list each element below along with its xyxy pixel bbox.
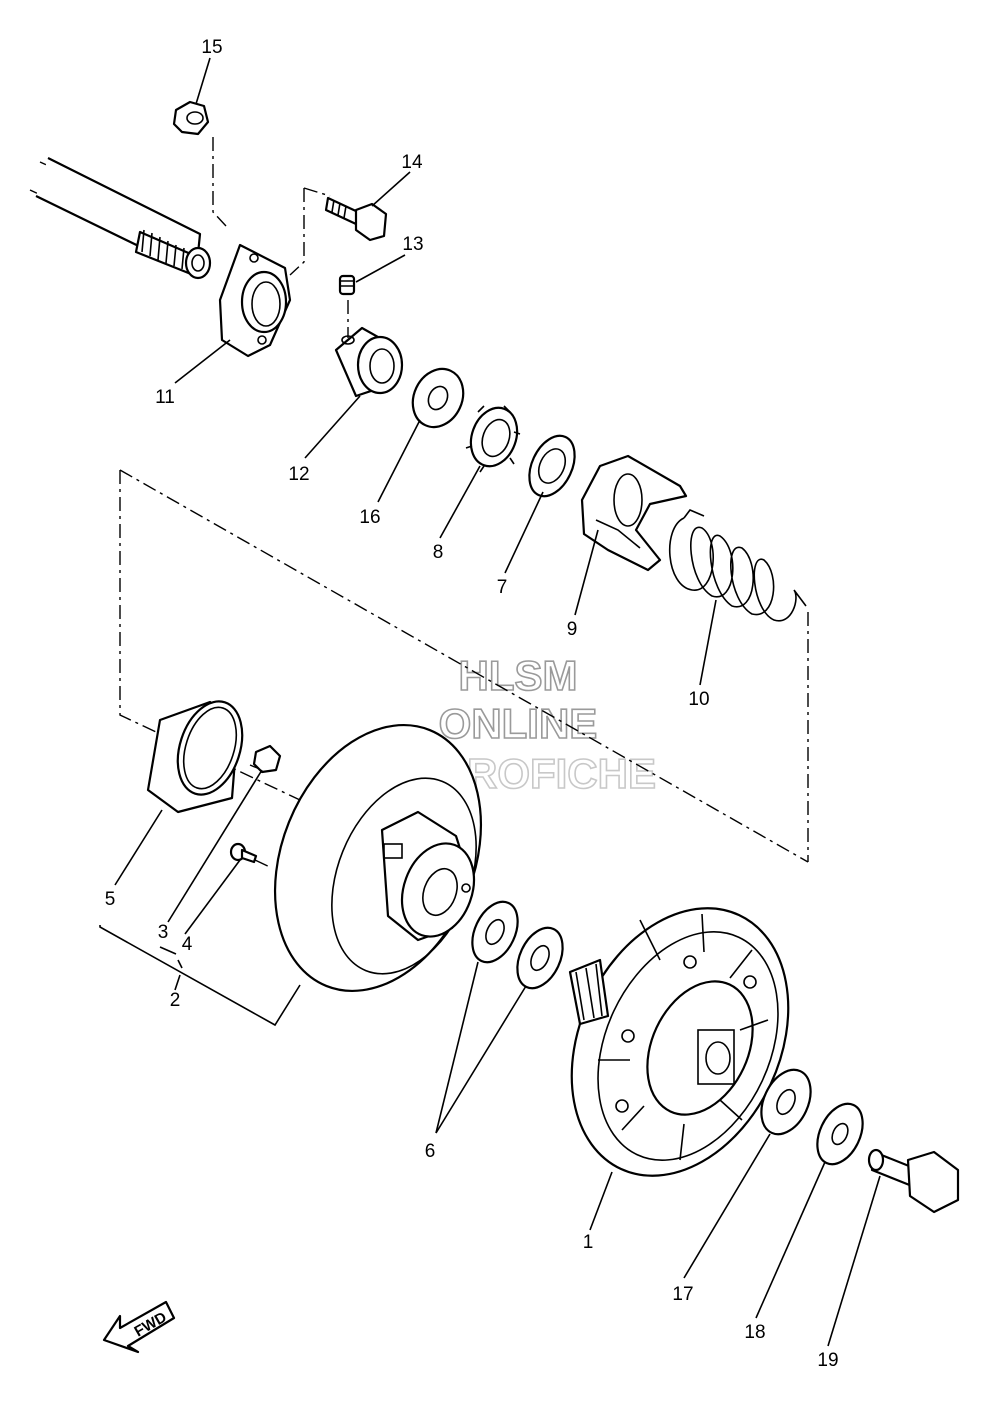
- part-19-bolt: [867, 1148, 960, 1214]
- callout-10: 10: [688, 689, 709, 710]
- callout-15: 15: [201, 37, 222, 58]
- callout-11: 11: [155, 387, 175, 408]
- part-1-fixed-sheave: [568, 907, 790, 1177]
- callout-labels: 15 14 13 11 12 16 8 7 9 10 5 3 4 2 6 1 1…: [105, 37, 839, 1371]
- callout-16: 16: [359, 507, 380, 528]
- callout-8: 8: [433, 542, 444, 563]
- part-9-cam: [580, 454, 688, 572]
- shaft: [35, 157, 212, 280]
- part-18-washer: [816, 1102, 864, 1166]
- part-6-washers: [471, 900, 564, 990]
- callout-1: 1: [583, 1232, 594, 1253]
- callout-6: 6: [425, 1141, 436, 1162]
- part-14-bolt: [324, 196, 388, 242]
- callout-3: 3: [158, 922, 169, 943]
- part-5-ring: [146, 700, 244, 814]
- part-8-slotted-nut: [465, 405, 521, 473]
- callout-19: 19: [817, 1350, 838, 1371]
- callout-4: 4: [182, 934, 193, 955]
- part-13-setscrew: [338, 274, 356, 296]
- part-10-spring: [668, 509, 807, 622]
- callout-14: 14: [401, 152, 423, 173]
- part-2-sheave: [273, 723, 483, 993]
- fwd-arrow-icon: FWD: [102, 1300, 176, 1354]
- callout-9: 9: [567, 619, 578, 640]
- callout-18: 18: [744, 1322, 765, 1343]
- part-7-lock-washer: [528, 434, 576, 498]
- watermark-line-1: HLSM: [459, 652, 578, 699]
- part-17-washer: [760, 1068, 812, 1136]
- part-11-housing: [218, 243, 292, 358]
- part-15-nut: [172, 100, 210, 136]
- part-3-slider: [252, 744, 282, 774]
- callout-12: 12: [288, 464, 309, 485]
- part-16-washer: [411, 367, 465, 429]
- watermark-line-2: ONLINE: [439, 700, 598, 747]
- part-4-screw: [229, 842, 258, 864]
- leader-lines: [99, 57, 881, 1347]
- callout-7: 7: [497, 577, 508, 598]
- callout-5: 5: [105, 889, 116, 910]
- part-12-bearing: [334, 326, 404, 398]
- callout-17: 17: [672, 1284, 693, 1305]
- callout-2: 2: [170, 990, 181, 1011]
- callout-13: 13: [402, 234, 423, 255]
